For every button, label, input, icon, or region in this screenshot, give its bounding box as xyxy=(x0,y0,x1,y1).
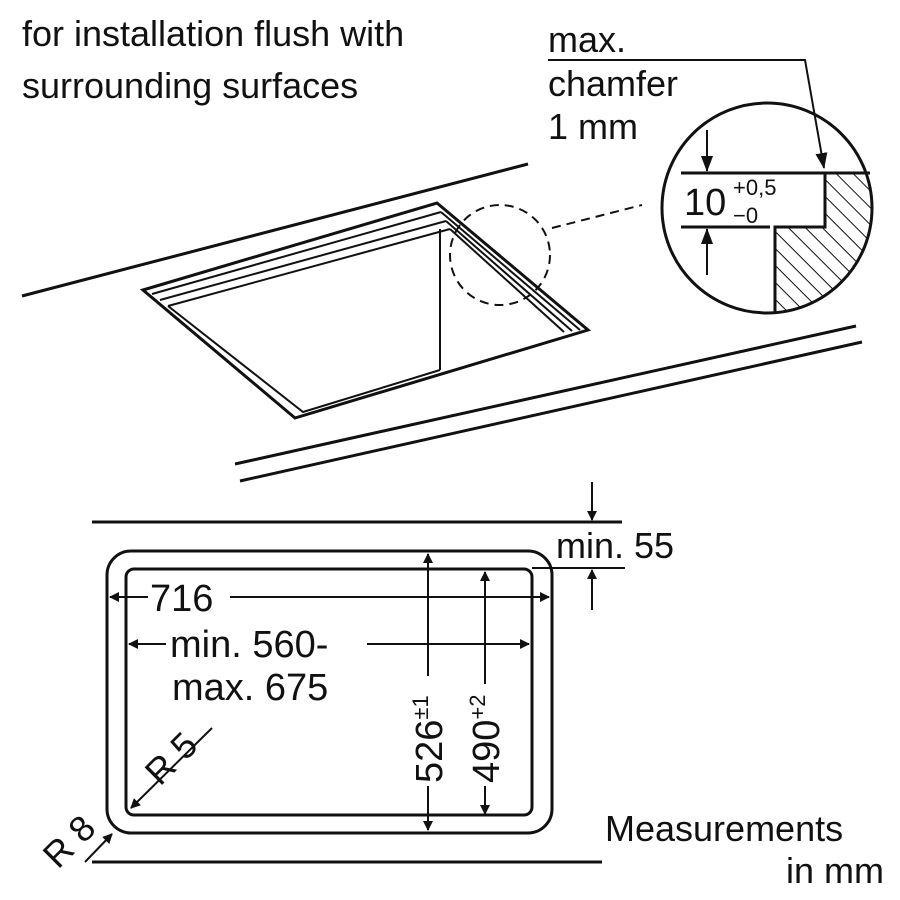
installation-note-line2: surrounding surfaces xyxy=(22,65,358,106)
depth-value: 10 xyxy=(684,182,726,224)
detail-connector xyxy=(551,204,643,229)
chamfer-detail: 10 +0,5 −0 xyxy=(660,101,874,315)
measurements-note-line1: Measurements xyxy=(605,808,843,849)
chamfer-leader xyxy=(548,59,828,169)
worktop-perspective xyxy=(21,162,863,483)
depth-tol-lower: −0 xyxy=(733,203,758,228)
min-edge-label: min. 55 xyxy=(556,525,674,566)
outer-depth-label: 526±1 xyxy=(408,695,451,783)
depth-tol-upper: +0,5 xyxy=(733,175,776,200)
outer-outline xyxy=(105,549,554,835)
chamfer-note-line3: 1 mm xyxy=(548,106,638,147)
outer-width-label: 716 xyxy=(150,578,213,620)
chamfer-note-line2: chamfer xyxy=(548,63,678,104)
plan-view: 716 min. 560- max. 675 526±1 490+2 R 5 R… xyxy=(35,482,674,876)
chamfer-note-line1: max. xyxy=(548,19,626,60)
outer-radius-label: R 8 xyxy=(35,807,104,876)
inner-cutout xyxy=(124,567,534,817)
inner-width-label-line2: max. 675 xyxy=(172,667,328,709)
inner-radius-label: R 5 xyxy=(137,724,206,793)
inner-width-label-line1: min. 560- xyxy=(170,624,328,666)
measurements-note-line2: in mm xyxy=(786,850,884,891)
inner-depth-label: 490+2 xyxy=(465,695,508,784)
detail-marker-circle xyxy=(449,204,551,306)
installation-note-line1: for installation flush with xyxy=(22,13,404,54)
